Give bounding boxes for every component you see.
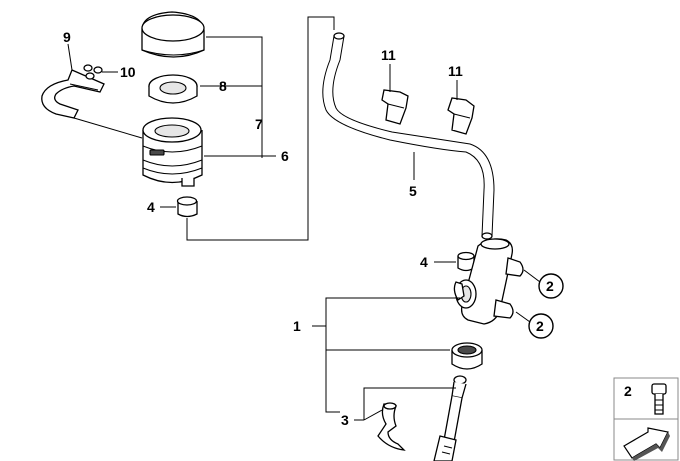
reservoir-body[interactable] (142, 117, 203, 187)
callout-4-upper: 4 (147, 199, 155, 215)
legend-box: 2 (613, 377, 679, 461)
screws[interactable] (83, 64, 103, 80)
callout-2-upper-circle: 2 (538, 273, 564, 299)
callout-11-left: 11 (381, 47, 396, 63)
master-cylinder[interactable] (453, 238, 524, 325)
hose-clip-right[interactable] (447, 97, 475, 135)
callout-2-upper: 2 (546, 278, 554, 294)
callout-5: 5 (409, 183, 417, 199)
push-rod[interactable] (433, 375, 467, 461)
callout-6: 6 (281, 148, 289, 164)
reservoir-cap[interactable] (141, 11, 205, 58)
callout-2-lower-circle: 2 (528, 313, 554, 339)
legend-number: 2 (624, 383, 632, 399)
callout-11-right: 11 (448, 63, 463, 79)
hose[interactable] (322, 32, 495, 240)
retaining-clip[interactable] (377, 402, 406, 451)
rubber-sleeve-upper[interactable] (176, 196, 198, 218)
callout-1: 1 (293, 318, 301, 334)
leader-lines (67, 16, 541, 421)
piston-seal[interactable] (451, 342, 483, 370)
callout-4-lower: 4 (420, 254, 428, 270)
callout-2-lower: 2 (536, 318, 544, 334)
callout-10: 10 (120, 64, 136, 80)
bracket-clamp[interactable] (41, 69, 105, 119)
hose-clip-left[interactable] (381, 89, 409, 125)
callout-8: 8 (219, 78, 227, 94)
callout-labels: 9 10 8 7 6 4 11 11 5 4 1 3 (63, 29, 463, 428)
callout-7: 7 (255, 116, 263, 132)
diaphragm-gasket[interactable] (148, 74, 198, 104)
bolt-icon (651, 383, 667, 415)
callout-9: 9 (63, 29, 71, 45)
callout-3: 3 (341, 412, 349, 428)
arrow-icon (623, 427, 670, 461)
